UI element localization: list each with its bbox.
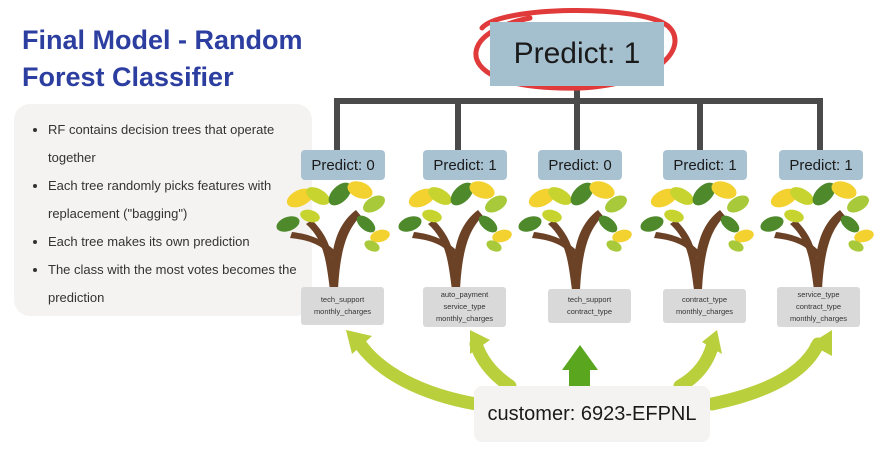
feature-label: monthly_charges [313, 307, 372, 316]
feature-label: tech_support [567, 295, 612, 304]
feature-label: monthly_charges [435, 314, 494, 323]
tree-icon [274, 178, 392, 290]
feature-box: tech_support contract_type [548, 289, 631, 323]
tree-prediction: Predict: 1 [663, 150, 747, 180]
feature-label: contract_type [681, 295, 728, 304]
bullet-item: Each tree makes its own prediction [48, 228, 304, 256]
feature-box: contract_type monthly_charges [663, 289, 746, 323]
feature-label: contract_type [566, 307, 613, 316]
tree-prediction: Predict: 0 [538, 150, 622, 180]
feature-label: monthly_charges [789, 314, 848, 323]
feature-label: monthly_charges [675, 307, 734, 316]
tree-icon [516, 178, 634, 290]
feature-label: tech_support [320, 295, 365, 304]
feature-label: auto_payment [440, 290, 489, 299]
feature-label: contract_type [795, 302, 842, 311]
feature-box: auto_payment service_type monthly_charge… [423, 287, 506, 327]
tree-icon [758, 178, 876, 290]
tree-icon [638, 178, 756, 290]
arrow-heads [346, 330, 832, 356]
connector-lines [334, 86, 823, 150]
slide-title: Final Model - Random Forest Classifier [22, 25, 303, 92]
feature-box: tech_support monthly_charges [301, 287, 384, 325]
bullet-item: RF contains decision trees that operate … [48, 116, 304, 172]
feature-box: service_type contract_type monthly_charg… [777, 287, 860, 327]
feature-label: service_type [443, 302, 486, 311]
bullet-item: Each tree randomly picks features with r… [48, 172, 304, 228]
tree-icon [396, 178, 514, 290]
bullet-panel: RF contains decision trees that operate … [14, 104, 312, 316]
tree-prediction: Predict: 1 [423, 150, 507, 180]
bullet-item: The class with the most votes becomes th… [48, 256, 304, 312]
up-arrow [562, 345, 598, 388]
feature-label: service_type [797, 290, 840, 299]
tree-prediction: Predict: 1 [779, 150, 863, 180]
final-prediction: Predict: 1 [490, 22, 664, 86]
tree-prediction: Predict: 0 [301, 150, 385, 180]
customer-id-box: customer: 6923-EFPNL [474, 386, 710, 442]
